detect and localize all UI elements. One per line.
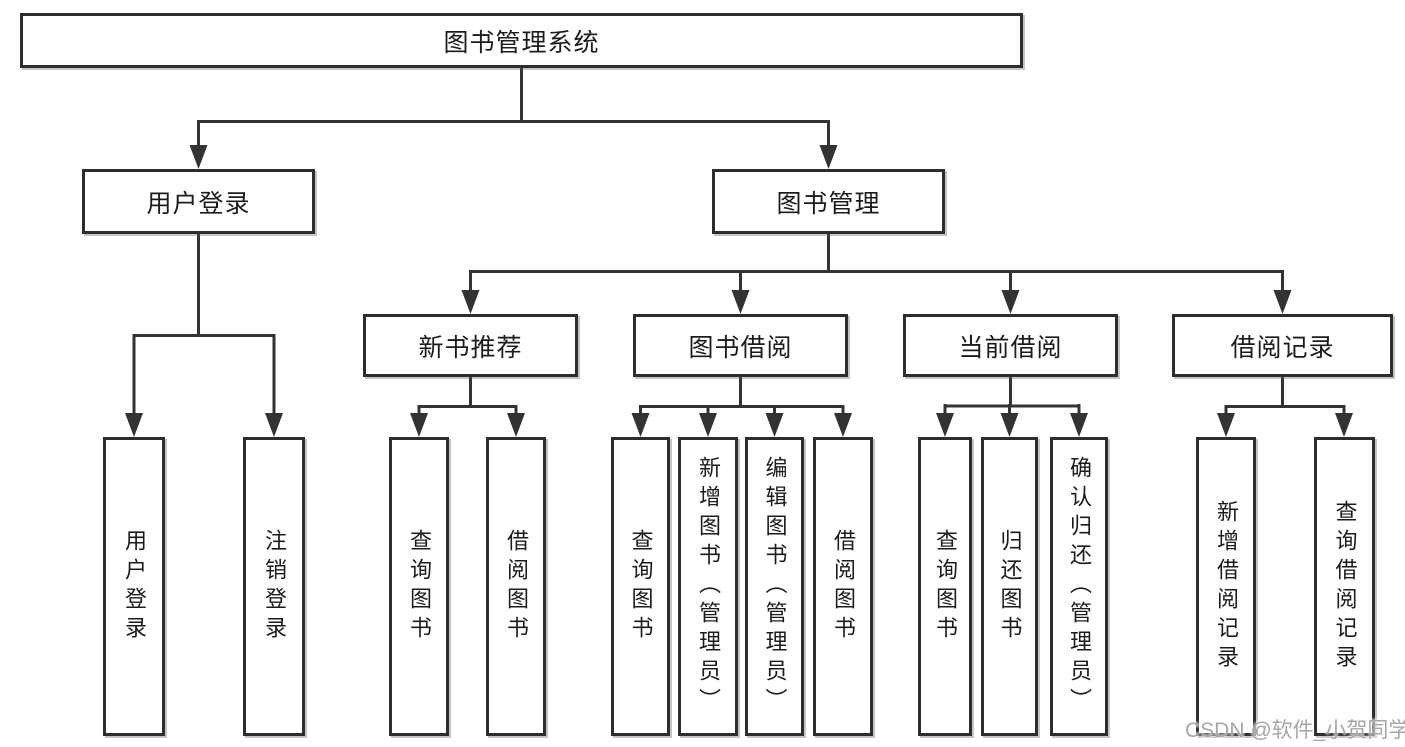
leaf-confirm-return-admin-label: 确认归还（管理员）	[1067, 456, 1092, 717]
leaf-return-book: 归还图书	[981, 437, 1038, 736]
node-new-book-recommend: 新书推荐	[363, 314, 578, 377]
leaf-borrow-books-recommend: 借阅图书	[486, 437, 546, 736]
leaf-user-login-label: 用户登录	[122, 528, 147, 645]
leaf-add-book-admin-label: 新增图书（管理员）	[696, 456, 721, 717]
node-new-book-recommend-label: 新书推荐	[418, 333, 523, 362]
node-user-login-label: 用户登录	[146, 189, 251, 218]
leaf-user-login: 用户登录	[103, 437, 165, 736]
leaf-query-borrow-record: 查询借阅记录	[1314, 437, 1375, 736]
leaf-query-books-borrow-label: 查询图书	[628, 528, 654, 645]
node-root-label: 图书管理系统	[443, 28, 600, 57]
csdn-watermark: CSDN @软件_小贺同学	[1185, 719, 1405, 742]
node-book-management: 图书管理	[712, 169, 945, 234]
leaf-add-borrow-record-label: 新增借阅记录	[1214, 499, 1239, 674]
leaf-logout-label: 注销登录	[262, 528, 287, 645]
leaf-borrow-books-borrow-label: 借阅图书	[831, 528, 856, 645]
leaf-return-book-label: 归还图书	[997, 528, 1023, 645]
leaf-query-books-current-label: 查询图书	[933, 528, 958, 645]
leaf-add-borrow-record: 新增借阅记录	[1196, 437, 1256, 736]
node-borrow-record: 借阅记录	[1172, 314, 1393, 377]
node-borrow-record-label: 借阅记录	[1230, 333, 1335, 362]
leaf-borrow-books-recommend-label: 借阅图书	[504, 528, 529, 645]
node-current-borrow: 当前借阅	[903, 314, 1118, 377]
leaf-add-book-admin: 新增图书（管理员）	[678, 437, 738, 736]
node-user-login: 用户登录	[82, 169, 315, 234]
node-root: 图书管理系统	[20, 13, 1023, 68]
leaf-query-books-recommend: 查询图书	[389, 437, 449, 736]
leaf-confirm-return-admin: 确认归还（管理员）	[1050, 437, 1108, 736]
leaf-query-books-recommend-label: 查询图书	[407, 528, 432, 645]
node-current-borrow-label: 当前借阅	[958, 333, 1063, 362]
leaf-query-books-borrow: 查询图书	[611, 437, 670, 736]
leaf-edit-book-admin: 编辑图书（管理员）	[745, 437, 804, 736]
node-book-borrow-label: 图书借阅	[688, 333, 793, 362]
leaf-query-books-current: 查询图书	[918, 437, 972, 736]
leaf-query-borrow-record-label: 查询借阅记录	[1332, 499, 1358, 674]
node-book-management-label: 图书管理	[776, 189, 881, 218]
leaf-logout: 注销登录	[243, 437, 305, 736]
leaf-edit-book-admin-label: 编辑图书（管理员）	[762, 456, 788, 717]
node-book-borrow: 图书借阅	[633, 314, 848, 377]
leaf-borrow-books-borrow: 借阅图书	[813, 437, 873, 736]
